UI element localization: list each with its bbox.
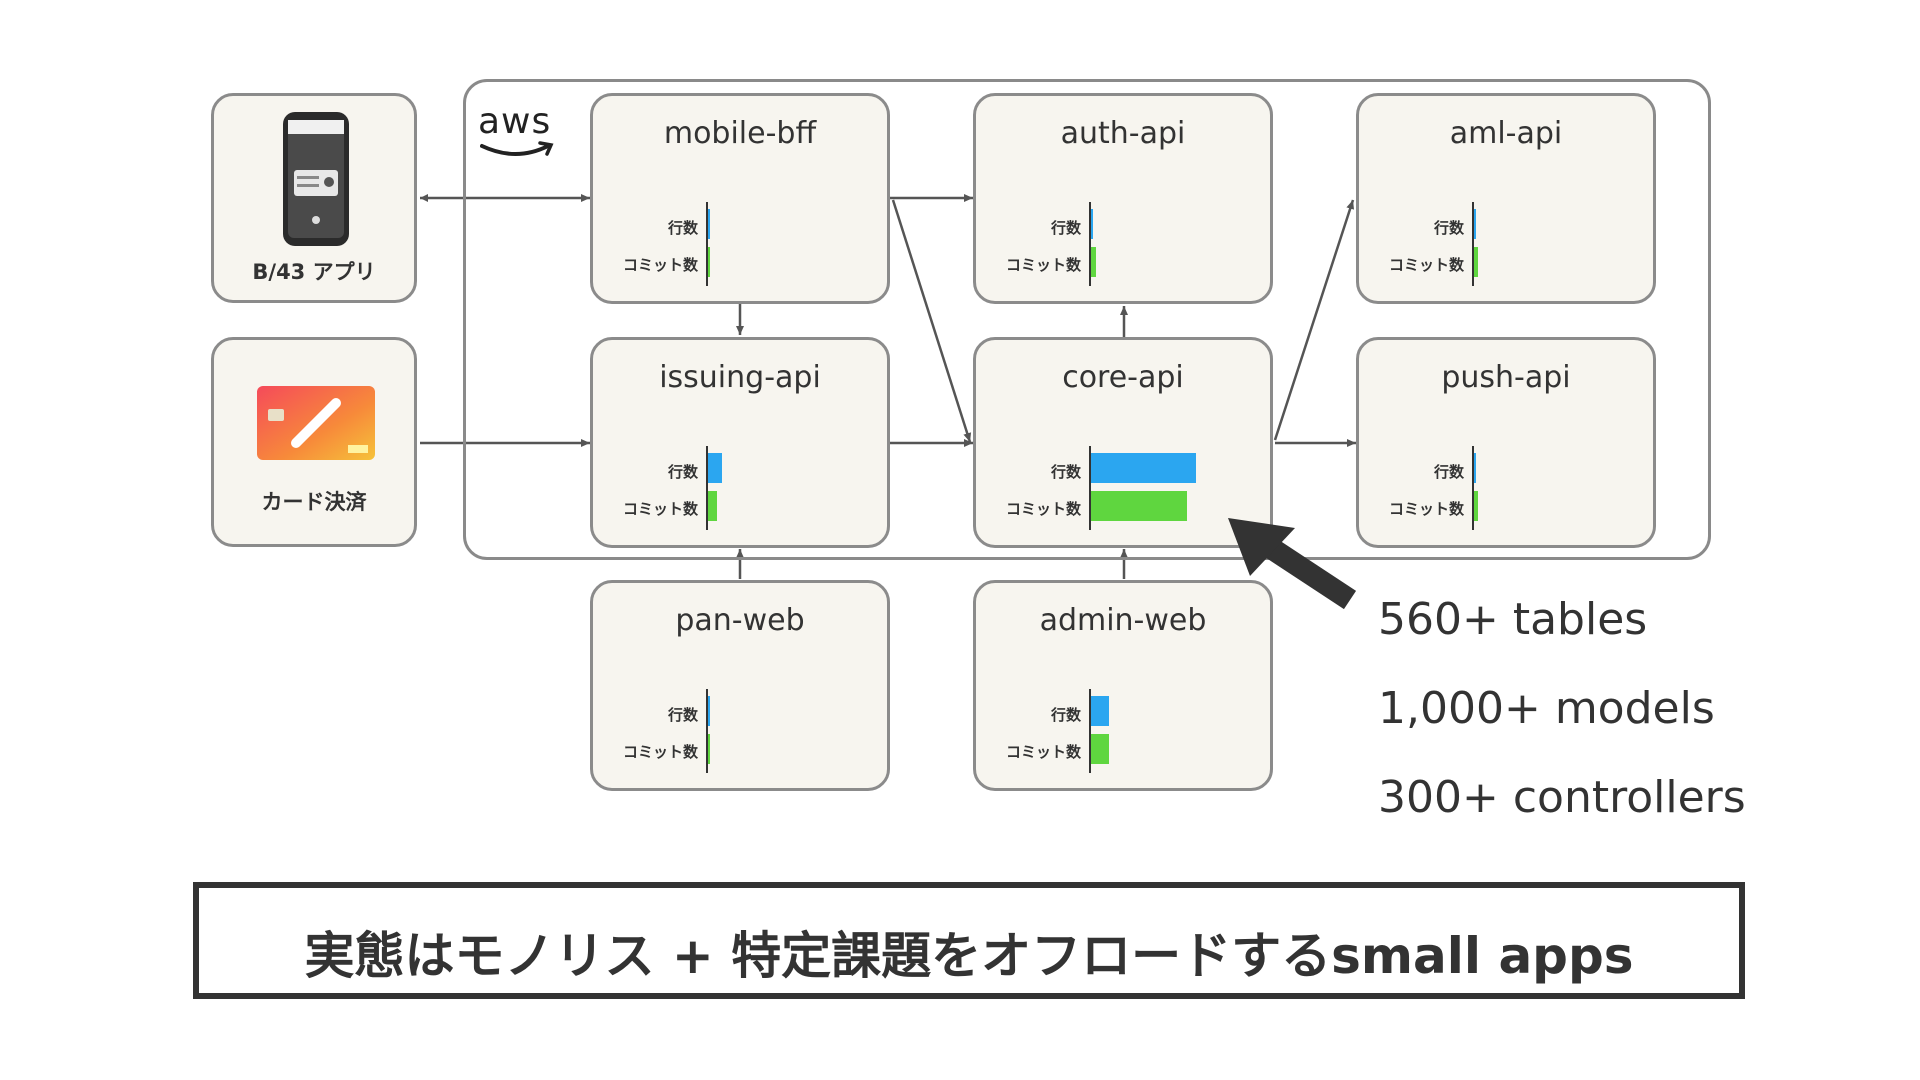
commits-bar <box>708 247 710 277</box>
lines-bar <box>708 696 710 726</box>
lines-label: 行数 <box>1433 463 1464 481</box>
service-title: issuing-api <box>659 360 821 395</box>
commits-label: コミット数 <box>1005 256 1081 274</box>
lines-bar <box>708 453 722 483</box>
service-title: auth-api <box>1060 116 1186 151</box>
client-app-box: B/43 アプリ <box>211 93 417 303</box>
lines-label: 行数 <box>667 219 698 237</box>
commits-bar <box>1474 491 1479 521</box>
commits-label: コミット数 <box>622 256 698 274</box>
aws-logo-text: aws <box>478 101 552 142</box>
lines-label: 行数 <box>1050 706 1081 724</box>
service-box-push-api: push-api 行数コミット数 <box>1356 337 1656 548</box>
caption-box: 実態はモノリス + 特定課題をオフロードするsmall apps <box>193 882 1745 999</box>
service-title: aml-api <box>1449 116 1563 151</box>
commits-bar <box>1474 247 1479 277</box>
service-title: push-api <box>1441 360 1571 395</box>
service-box-mobile-bff: mobile-bff 行数コミット数 <box>590 93 890 304</box>
arrow-mobile-bff-core-api <box>891 199 972 443</box>
big-arrow-icon <box>1228 518 1357 610</box>
commits-label: コミット数 <box>622 743 698 761</box>
commits-label: コミット数 <box>1005 743 1081 761</box>
commits-label: コミット数 <box>1005 500 1081 518</box>
client-card-label: カード決済 <box>261 490 367 514</box>
commits-bar <box>708 734 710 764</box>
aws-smile-icon <box>480 141 554 156</box>
commits-label: コミット数 <box>622 500 698 518</box>
lines-label: 行数 <box>1050 463 1081 481</box>
stat-controllers: 300+ controllers <box>1378 772 1746 823</box>
caption-text: 実態はモノリス + 特定課題をオフロードするsmall apps <box>304 927 1634 985</box>
service-box-aml-api: aml-api 行数コミット数 <box>1356 93 1656 304</box>
lines-bar <box>1091 696 1109 726</box>
client-card-box: カード決済 <box>211 337 417 547</box>
service-box-admin-web: admin-web 行数コミット数 <box>973 580 1273 791</box>
lines-label: 行数 <box>667 463 698 481</box>
lines-label: 行数 <box>667 706 698 724</box>
service-box-pan-web: pan-web 行数コミット数 <box>590 580 890 791</box>
lines-label: 行数 <box>1050 219 1081 237</box>
bar-axis <box>1089 689 1091 773</box>
commits-bar <box>1091 491 1187 521</box>
service-box-auth-api: auth-api 行数コミット数 <box>973 93 1273 304</box>
bar-axis <box>1089 446 1091 530</box>
service-title: mobile-bff <box>663 116 817 151</box>
commits-bar <box>708 491 718 521</box>
bar-axis <box>706 446 708 530</box>
commits-label: コミット数 <box>1388 500 1464 518</box>
service-box-issuing-api: issuing-api 行数コミット数 <box>590 337 890 548</box>
client-app-label: B/43 アプリ <box>252 260 376 284</box>
service-box-core-api: core-api 行数コミット数 <box>973 337 1273 548</box>
credit-card-icon <box>257 386 375 460</box>
stat-tables: 560+ tables <box>1378 594 1648 645</box>
arrow-core-api-aml-api <box>1273 199 1355 441</box>
stat-models: 1,000+ models <box>1378 683 1715 734</box>
bar-axis <box>1089 202 1091 286</box>
bar-axis <box>1472 446 1474 530</box>
lines-bar <box>1091 209 1094 239</box>
aws-logo: aws <box>478 100 558 162</box>
lines-label: 行数 <box>1433 219 1464 237</box>
lines-bar <box>708 209 710 239</box>
aws-boundary <box>463 79 1711 560</box>
service-title: core-api <box>1062 360 1184 395</box>
bar-axis <box>1472 202 1474 286</box>
lines-bar <box>1474 453 1477 483</box>
service-title: admin-web <box>1039 603 1207 638</box>
commits-bar <box>1091 734 1109 764</box>
smartphone-icon <box>283 112 349 246</box>
commits-label: コミット数 <box>1388 256 1464 274</box>
bar-axis <box>706 202 708 286</box>
commits-bar <box>1091 247 1097 277</box>
bar-axis <box>706 689 708 773</box>
lines-bar <box>1474 209 1477 239</box>
service-title: pan-web <box>675 603 805 638</box>
lines-bar <box>1091 453 1196 483</box>
